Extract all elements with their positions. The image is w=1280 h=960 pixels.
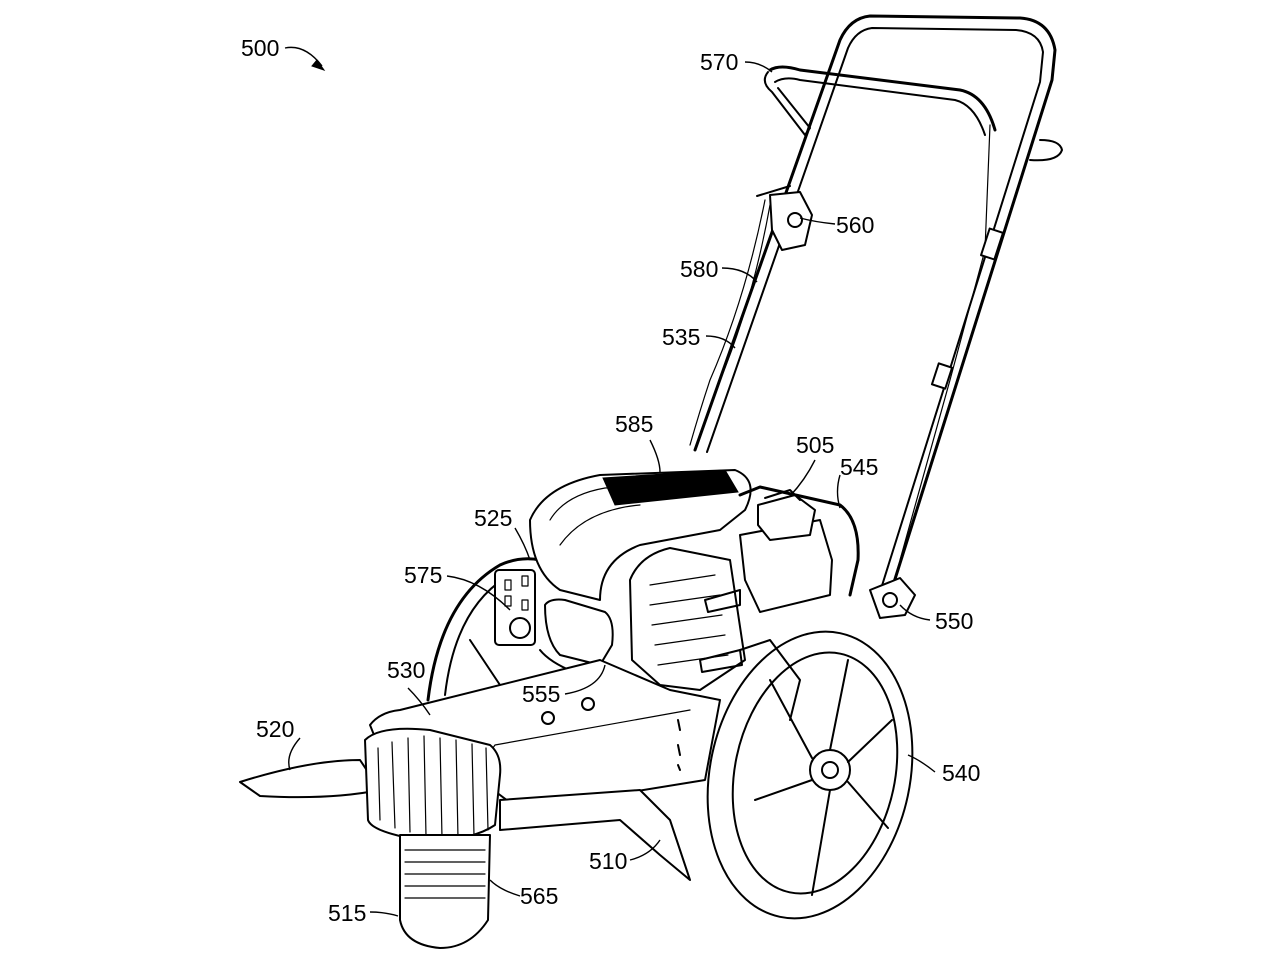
label-555: 555	[522, 681, 560, 707]
label-530: 530	[387, 657, 425, 683]
reference-labels: 500 570 560 580 535 585 505 545 525 575 …	[241, 35, 980, 926]
label-550: 550	[935, 608, 973, 634]
label-545: 545	[840, 454, 878, 480]
label-580: 580	[680, 256, 718, 282]
label-535: 535	[662, 324, 700, 350]
label-560: 560	[836, 212, 874, 238]
deck-assembly	[239, 659, 721, 949]
handle-assembly	[689, 14, 1063, 597]
label-515: 515	[328, 900, 366, 926]
label-570: 570	[700, 49, 738, 75]
label-565: 565	[520, 883, 558, 909]
label-500: 500	[241, 35, 279, 61]
leader-lines	[284, 46, 936, 917]
label-520: 520	[256, 716, 294, 742]
label-575: 575	[404, 562, 442, 588]
engine-assembly	[494, 469, 916, 691]
label-525: 525	[474, 505, 512, 531]
right-wheel	[706, 630, 914, 920]
label-540: 540	[942, 760, 980, 786]
label-505: 505	[796, 432, 834, 458]
label-585: 585	[615, 411, 653, 437]
label-510: 510	[589, 848, 627, 874]
